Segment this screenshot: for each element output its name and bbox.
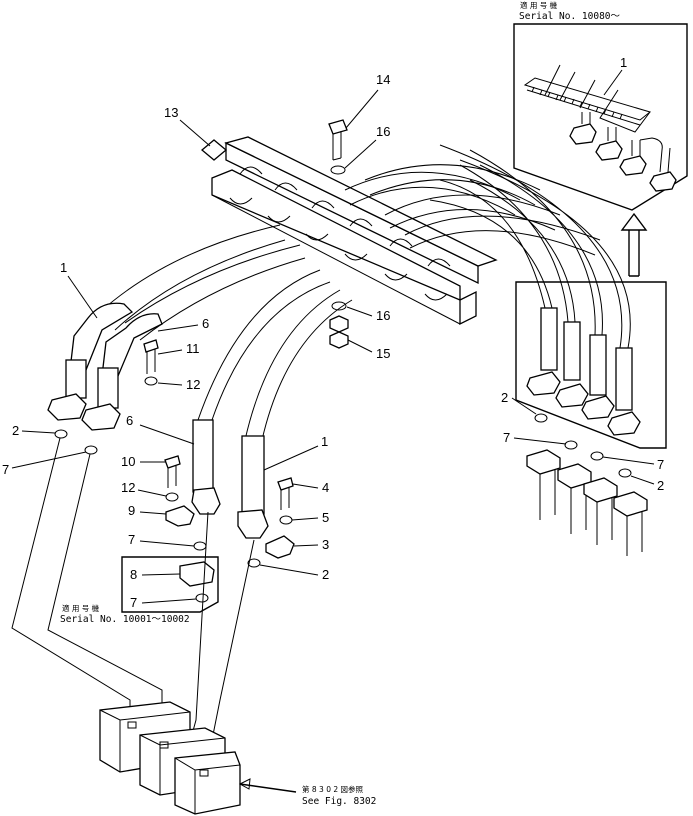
callout-11: 11 [186, 341, 200, 356]
ref-fig-label: See Fig. 8302 [302, 796, 376, 807]
callout-2-left: 2 [12, 423, 19, 438]
bolt-4 [277, 477, 294, 491]
hose-1-left [47, 302, 134, 421]
callout-7-left: 7 [2, 462, 9, 477]
right-valve-blocks [526, 449, 648, 556]
callout-2-center: 2 [322, 567, 329, 582]
arrow-up-icon [620, 212, 648, 277]
callout-3: 3 [322, 537, 329, 552]
washer-16-upper [330, 165, 346, 175]
washer-16-lower [331, 301, 347, 311]
callout-6-upper: 6 [202, 316, 209, 331]
plate-8 [179, 561, 215, 587]
box-jp-label: 適 用 号 機 [62, 603, 100, 613]
clamp-9 [165, 505, 195, 527]
right-hose-end-1 [540, 307, 558, 371]
callout-7-box: 7 [130, 595, 137, 610]
clamp-bar [200, 136, 498, 326]
nut-15-b [329, 331, 349, 349]
inset-box [513, 23, 688, 211]
callout-8: 8 [130, 567, 137, 582]
serial-box [121, 556, 219, 613]
bolt-14 [328, 119, 348, 161]
callout-12-lower: 12 [121, 480, 135, 495]
inset-jp-label: 適 用 号 機 [520, 0, 558, 10]
callout-12-upper: 12 [186, 377, 200, 392]
callout-4: 4 [322, 480, 329, 495]
inset-serial-label: Serial No. 10080～ [519, 11, 621, 22]
callout-5: 5 [322, 510, 329, 525]
callout-16-upper: 16 [376, 124, 390, 139]
inset-fitting-1 [569, 112, 597, 145]
inset-fitting-4 [639, 137, 677, 192]
callout-13: 13 [164, 105, 178, 120]
bolt-11 [143, 339, 159, 353]
callout-1-inset: 1 [620, 55, 627, 70]
inset-fitting-2 [595, 127, 623, 161]
hoses [99, 164, 601, 441]
reference-arrow [239, 783, 297, 793]
o-ring-right-1 [534, 413, 548, 423]
callout-2-right: 2 [501, 390, 508, 405]
ref-jp-label: 第 8 3 0 2 図参照 [302, 784, 364, 794]
hose-6-center [191, 419, 221, 515]
callout-14: 14 [376, 72, 390, 87]
washer-12-upper [144, 376, 158, 386]
callout-1-center: 1 [321, 434, 328, 449]
callout-1-left: 1 [60, 260, 67, 275]
clamp-3 [265, 535, 295, 559]
inset-fitting-3 [619, 140, 647, 176]
valve-blocks-bottom [99, 701, 241, 815]
box-serial-label: Serial No. 10001～10002 [60, 614, 190, 625]
callout-7-center: 7 [128, 532, 135, 547]
callout-7-right-a: 7 [503, 430, 510, 445]
bolt-10 [164, 455, 181, 469]
callout-6-lower: 6 [126, 413, 133, 428]
right-detail-box [429, 144, 667, 449]
nut-15-a [329, 315, 349, 333]
callout-15: 15 [376, 346, 390, 361]
hose-6-left [81, 313, 163, 431]
callout-16-lower: 16 [376, 308, 390, 323]
callout-10: 10 [121, 454, 135, 469]
callout-2-right-low: 2 [657, 478, 664, 493]
washer-5 [279, 515, 293, 525]
callout-9: 9 [128, 503, 135, 518]
washer-12-lower [165, 492, 179, 502]
callout-7-right-b: 7 [657, 457, 664, 472]
hose-1-center [237, 435, 269, 539]
